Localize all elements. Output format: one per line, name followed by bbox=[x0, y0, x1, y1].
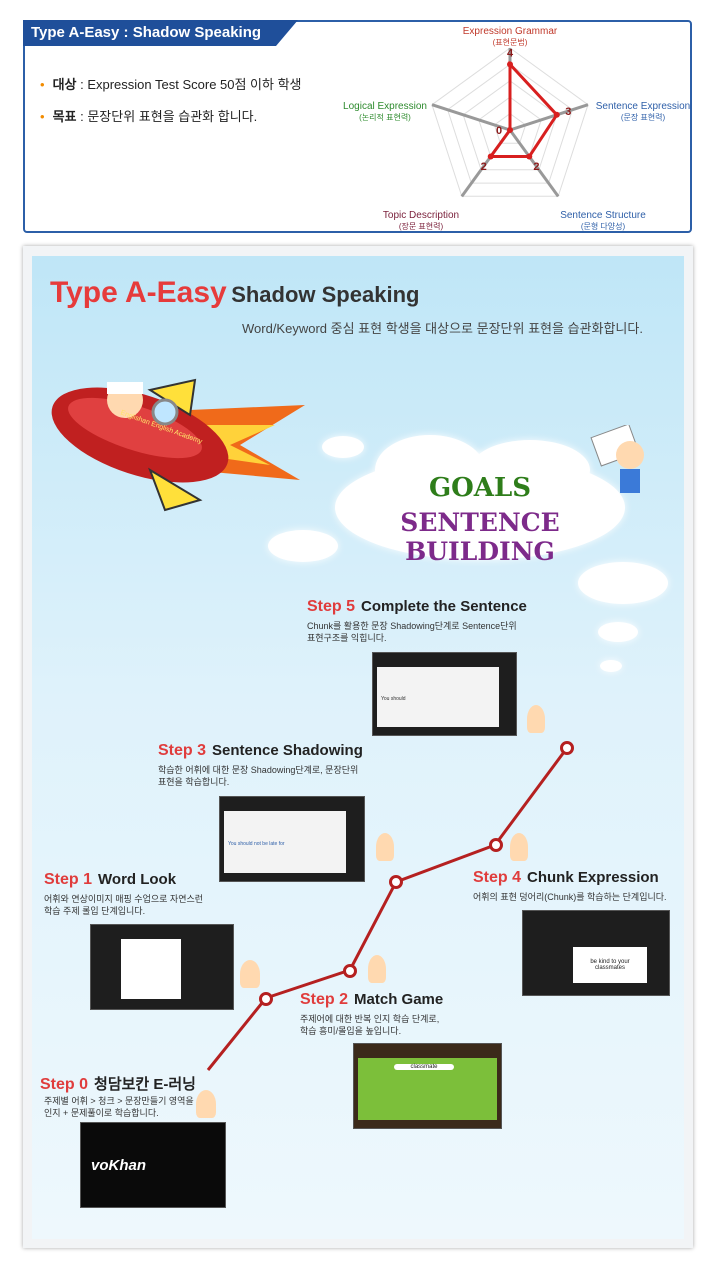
cloud-puff bbox=[470, 440, 590, 500]
path-node-step1 bbox=[259, 992, 273, 1006]
path-node-step3 bbox=[389, 875, 403, 889]
radar-point bbox=[507, 61, 513, 68]
radar-series-polygon bbox=[487, 60, 559, 158]
step4-description: 어휘의 표현 덩어리(Chunk)를 학습하는 단계입니다. bbox=[473, 892, 667, 902]
goals-heading: GOALS bbox=[428, 473, 532, 503]
bullet-target: •대상 : Expression Test Score 50점 이하 학생 bbox=[40, 77, 302, 92]
radar-axis-spoke bbox=[508, 129, 560, 198]
character-step0 bbox=[196, 1090, 216, 1118]
radar-value-label: 2 bbox=[533, 161, 539, 173]
cloud-small bbox=[322, 436, 364, 458]
character-step4 bbox=[510, 833, 528, 861]
radar-value-label: 3 bbox=[565, 106, 571, 118]
radar-axis-spoke bbox=[509, 103, 589, 132]
flying-character bbox=[590, 425, 644, 493]
goals-subheading: SENTENCE BUILDING bbox=[400, 508, 560, 566]
bullet-dot-icon: • bbox=[40, 109, 45, 124]
main-title: Type A-Easy Shadow Speaking bbox=[50, 276, 420, 309]
summary-tab-title: Type A-Easy : Shadow Speaking bbox=[23, 20, 298, 46]
radar-value-label: 2 bbox=[481, 161, 487, 173]
character-step5 bbox=[527, 705, 545, 733]
radar-label-sentence-expression: Sentence Expression(문장 표현력) bbox=[595, 101, 691, 122]
bullet-goal: •목표 : 문장단위 표현을 습관화 합니다. bbox=[40, 109, 258, 124]
step2-screenshot: classmate bbox=[353, 1043, 502, 1129]
radar-grid-ring bbox=[447, 63, 573, 184]
radar-label-topic-description: Topic Description(장문 표현력) bbox=[382, 210, 460, 231]
radar-grid-ring bbox=[462, 80, 558, 171]
path-node-step4 bbox=[489, 838, 503, 852]
step4-screenshot: be kind to your classmates bbox=[522, 910, 670, 996]
radar-point bbox=[487, 153, 494, 160]
radar-chart: 4 3 2 2 0 bbox=[431, 47, 589, 198]
radar-point bbox=[553, 111, 560, 118]
radar-label-logical-expression: Logical Expression(논리적 표현력) bbox=[343, 101, 427, 122]
cloud-small bbox=[578, 562, 668, 604]
character-step1 bbox=[240, 960, 260, 988]
radar-grid-ring bbox=[493, 112, 527, 144]
step5-screenshot: You should bbox=[372, 652, 517, 736]
radar-value-label: 0 bbox=[496, 125, 502, 137]
radar-point bbox=[507, 127, 513, 133]
path-node-step5 bbox=[560, 741, 574, 755]
radar-point bbox=[526, 153, 533, 160]
radar-grid-ring bbox=[431, 47, 589, 197]
radar-axis-spoke bbox=[431, 103, 511, 132]
radar-value-label: 4 bbox=[507, 47, 514, 59]
step3-screenshot: You should not be late for bbox=[219, 796, 365, 882]
cloud-small bbox=[268, 530, 338, 562]
bullet-dot-icon: • bbox=[40, 77, 45, 92]
cloud-small bbox=[598, 622, 638, 642]
cloud-puff bbox=[375, 435, 485, 505]
main-subtitle: Word/Keyword 중심 표현 학생을 대상으로 문장단위 표현을 습관화… bbox=[242, 321, 643, 336]
radar-label-sentence-structure: Sentence Structure(문형 다양성) bbox=[560, 210, 646, 231]
character-step2 bbox=[368, 955, 386, 983]
step2-description: 주제어에 대한 반복 인지 학습 단계로,학습 흥미/몰입을 높입니다. bbox=[300, 1014, 440, 1036]
step0-screenshot: voKhan bbox=[80, 1122, 226, 1208]
progress-path bbox=[206, 747, 569, 1071]
path-node-step2 bbox=[343, 964, 357, 978]
rocket-illustration bbox=[51, 378, 305, 512]
radar-label-expression-grammar: Expression Grammar(표현문법) bbox=[462, 26, 558, 47]
character-step3 bbox=[376, 833, 394, 861]
step1-screenshot bbox=[90, 924, 234, 1010]
cloud-small bbox=[600, 660, 622, 672]
